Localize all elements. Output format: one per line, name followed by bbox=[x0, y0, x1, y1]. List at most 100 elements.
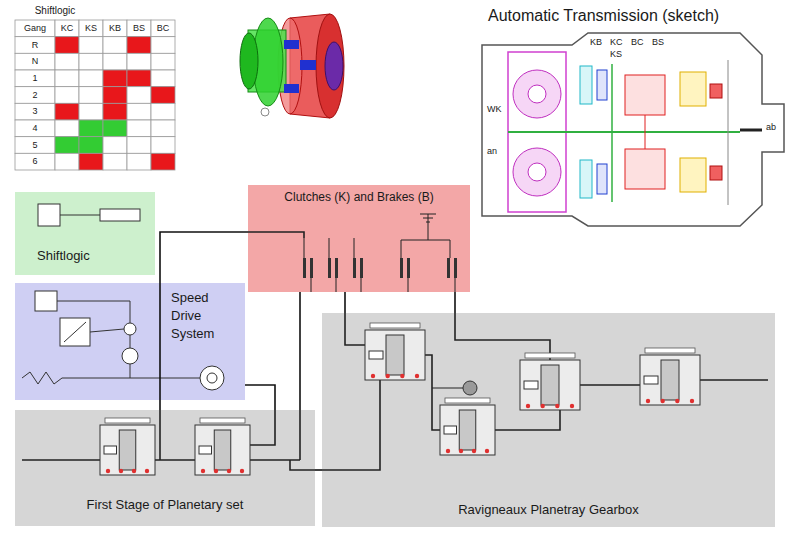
table-cell bbox=[15, 70, 55, 87]
brake-wire bbox=[455, 278, 456, 292]
panel-label: Shiftlogic bbox=[37, 248, 90, 263]
label-slot: an bbox=[487, 146, 497, 156]
planet-set bbox=[625, 75, 665, 115]
table-cell bbox=[79, 70, 103, 87]
label-slot: KB bbox=[103, 20, 127, 37]
port-dot bbox=[646, 399, 650, 403]
plate-block bbox=[300, 60, 316, 70]
table-cell-text: 6 bbox=[32, 156, 37, 166]
label-slot: KS bbox=[610, 49, 622, 59]
table-cell bbox=[103, 20, 127, 37]
gear-icon bbox=[520, 360, 580, 410]
panel-label: First Stage of Planetary set bbox=[87, 497, 244, 512]
gear-shaft bbox=[369, 351, 383, 359]
shiftlogic-panel: Shiftlogic bbox=[15, 192, 155, 275]
gear-block bbox=[710, 166, 722, 180]
brake-pack bbox=[680, 72, 706, 106]
label-slot: WK bbox=[487, 104, 502, 114]
table-cell-text: Shiftlogic bbox=[35, 5, 76, 17]
label-slot: 4 bbox=[15, 120, 55, 137]
table-cell-text: BS bbox=[133, 23, 145, 33]
table-cell bbox=[15, 153, 55, 170]
port-dot bbox=[214, 469, 218, 473]
label-slot: 1 bbox=[15, 70, 55, 87]
controller-block bbox=[60, 318, 90, 346]
table-cell bbox=[79, 153, 103, 170]
icon-caption-bar bbox=[200, 418, 245, 423]
table-cell bbox=[15, 37, 55, 54]
gear-shaft bbox=[199, 446, 212, 454]
gear-block bbox=[710, 84, 722, 98]
table-cell bbox=[15, 103, 55, 120]
table-cell-text: 5 bbox=[32, 140, 37, 150]
clutch-pack bbox=[580, 160, 592, 198]
panel-label: Ravigneaux Planetray Gearbox bbox=[458, 502, 639, 517]
inertia-symbol bbox=[463, 381, 477, 395]
table-cell-text: 3 bbox=[32, 106, 37, 116]
sensor-symbol bbox=[122, 348, 138, 364]
port-dot bbox=[119, 469, 123, 473]
label-slot: 6 bbox=[15, 153, 55, 170]
clutch-symbol bbox=[360, 258, 363, 278]
clutch-symbol bbox=[353, 258, 356, 278]
clutch-pack bbox=[597, 164, 607, 194]
brake-wire bbox=[408, 278, 409, 292]
table-cell bbox=[55, 70, 79, 87]
brake-symbol bbox=[400, 258, 403, 278]
port-dot bbox=[227, 469, 231, 473]
table-cell bbox=[127, 153, 151, 170]
clutch-hub-line bbox=[611, 64, 613, 202]
clutch-symbol bbox=[303, 258, 306, 278]
gear-carrier bbox=[386, 335, 404, 375]
first-stage-panel: First Stage of Planetary set bbox=[15, 410, 315, 526]
label-slot: N bbox=[15, 53, 55, 70]
table-cell-text: 2 bbox=[32, 90, 37, 100]
table-cell bbox=[55, 103, 79, 120]
logic-block bbox=[38, 204, 60, 226]
table-cell bbox=[151, 53, 175, 70]
table-cell bbox=[127, 137, 151, 154]
shift-table bbox=[15, 20, 175, 170]
port-dot bbox=[555, 404, 559, 408]
table-cell bbox=[79, 20, 103, 37]
table-cell bbox=[79, 53, 103, 70]
gear-carrier bbox=[661, 360, 679, 400]
table-cell bbox=[127, 103, 151, 120]
signal-connector bbox=[454, 292, 456, 313]
gear-shaft bbox=[444, 426, 457, 434]
gear-carrier bbox=[541, 365, 559, 405]
table-cell bbox=[127, 70, 151, 87]
table-cell bbox=[103, 120, 127, 137]
table-cell bbox=[127, 120, 151, 137]
planet-set bbox=[625, 149, 665, 189]
table-cell bbox=[151, 103, 175, 120]
inner-wire bbox=[248, 232, 304, 238]
transmission-sketch bbox=[482, 33, 784, 226]
table-cell-text: KS bbox=[85, 23, 97, 33]
converter-wheel bbox=[513, 70, 561, 118]
table-cell bbox=[79, 137, 103, 154]
table-cell bbox=[55, 137, 79, 154]
table-cell bbox=[79, 87, 103, 104]
signal-connector bbox=[245, 385, 275, 410]
port-dot bbox=[371, 374, 375, 378]
gear-shaft bbox=[644, 376, 658, 384]
label-slot: Gang bbox=[15, 20, 55, 37]
table-cell-text: 4 bbox=[32, 123, 37, 133]
port-dot bbox=[106, 469, 110, 473]
icon-caption-bar bbox=[105, 418, 150, 423]
signal-connector bbox=[299, 292, 301, 410]
port-dot bbox=[675, 399, 679, 403]
table-cell bbox=[15, 87, 55, 104]
table-cell bbox=[151, 87, 175, 104]
label-slot: 3 bbox=[15, 103, 55, 120]
gear-carrier bbox=[459, 410, 476, 450]
part-label: BC bbox=[631, 37, 644, 47]
port-dot bbox=[526, 404, 530, 408]
brake-symbol bbox=[407, 258, 410, 278]
converter-core bbox=[528, 163, 546, 181]
speed-drive-blocks bbox=[22, 291, 224, 390]
shaft-end bbox=[325, 42, 343, 90]
table-cell bbox=[55, 87, 79, 104]
